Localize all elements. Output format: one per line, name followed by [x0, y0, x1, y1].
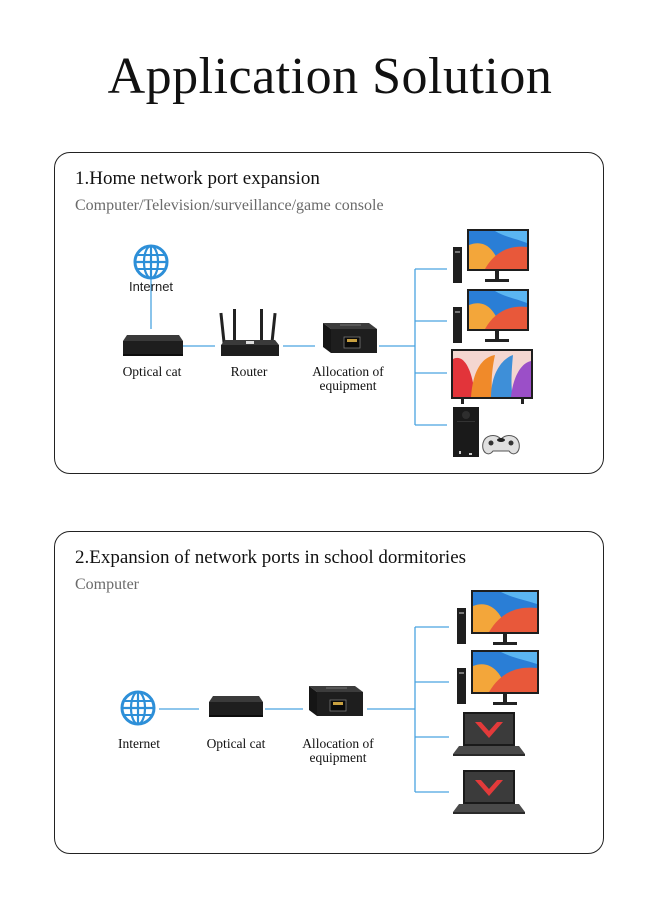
globe-icon: [120, 690, 156, 726]
globe-icon: [133, 244, 169, 280]
allocation-label-line1: Allocation of: [312, 364, 384, 379]
dormitory-network-panel: 2.Expansion of network ports in school d…: [54, 531, 604, 854]
allocation-label: Allocation of equipment: [293, 365, 403, 393]
internet-label: Internet: [128, 279, 174, 294]
desktop-computer-icon: [457, 590, 539, 645]
allocation-label-line2: equipment: [309, 750, 367, 765]
desktop-computer-icon: [457, 650, 539, 705]
allocation-label-line1: Allocation of: [302, 736, 374, 751]
desktop-computer-icon: [453, 229, 529, 283]
panel-title: 2.Expansion of network ports in school d…: [75, 547, 467, 568]
panel-title: 1.Home network port expansion: [75, 168, 320, 189]
router-label: Router: [230, 364, 268, 379]
internet-label: Internet: [118, 736, 160, 751]
optical-cat-label: Optical cat: [206, 736, 266, 751]
dormitory-network-diagram: [120, 590, 539, 814]
laptop-icon: [453, 770, 525, 814]
optical-modem-icon: [123, 335, 183, 356]
optical-modem-icon: [209, 696, 263, 717]
television-icon: [451, 349, 533, 404]
panel-subtitle: Computer/Television/surveillance/game co…: [75, 197, 384, 214]
desktop-computer-icon: [453, 289, 529, 343]
optical-cat-label: Optical cat: [122, 364, 182, 379]
splitter-icon: [309, 686, 363, 716]
home-network-diagram: [123, 229, 533, 457]
laptop-icon: [453, 712, 525, 756]
allocation-label: Allocation of equipment: [283, 737, 393, 765]
connection-lines: [150, 268, 447, 426]
connection-lines: [159, 626, 449, 793]
router-icon: [219, 309, 279, 356]
home-network-panel: 1.Home network port expansion Computer/T…: [54, 152, 604, 474]
allocation-label-line2: equipment: [319, 378, 377, 393]
panel-subtitle: Computer: [75, 576, 139, 593]
game-console-icon: [453, 407, 520, 457]
page-title: Application Solution: [107, 48, 553, 105]
splitter-icon: [323, 323, 377, 353]
